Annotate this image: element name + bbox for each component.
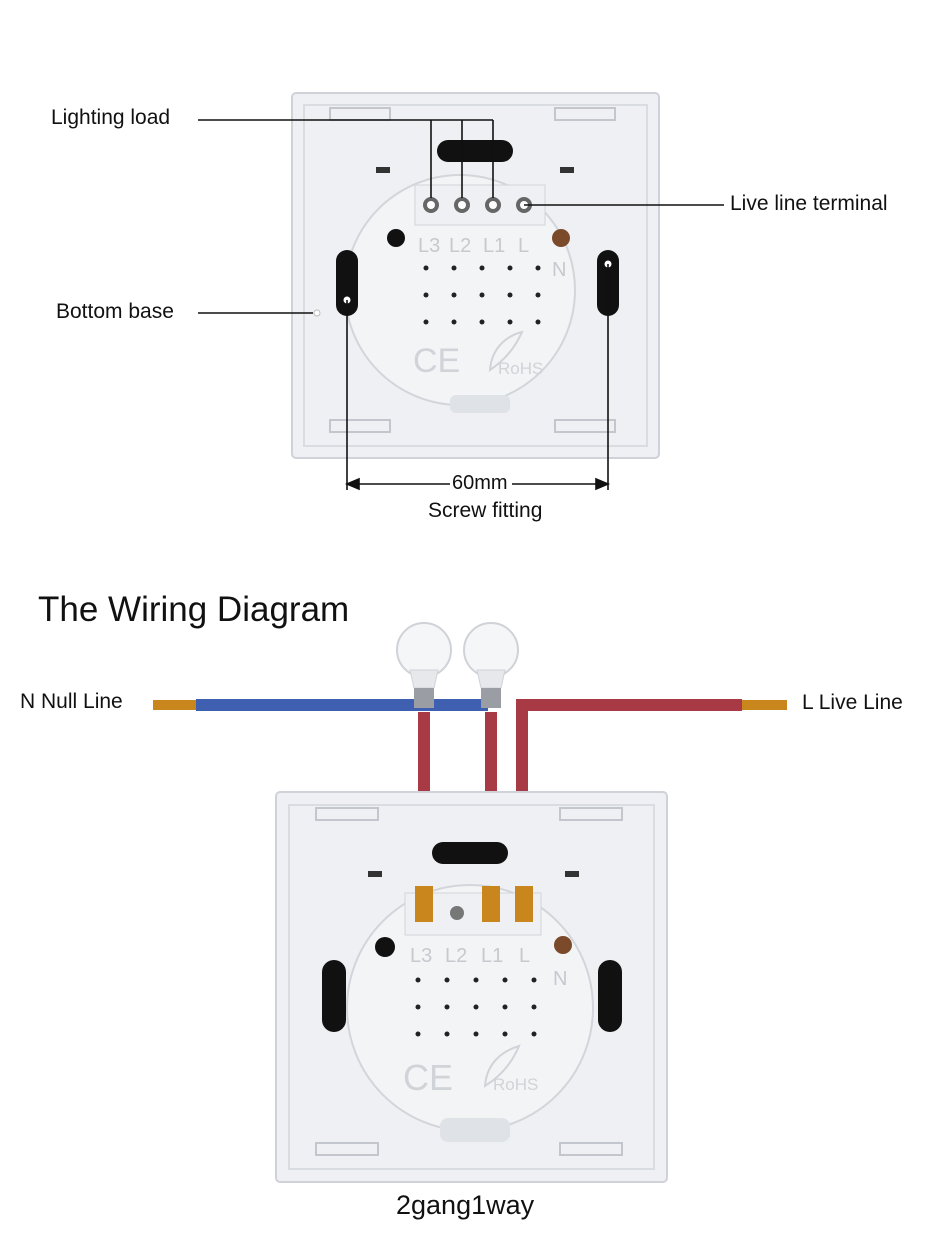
panel-mark-left	[376, 167, 390, 173]
light-bulb-1	[396, 622, 452, 708]
terminal-label-l3: L3	[418, 235, 440, 257]
callout-lighting-load: Lighting load	[51, 106, 171, 129]
rohs-leaf-icon	[488, 330, 524, 372]
null-line-wire	[196, 699, 488, 711]
callout-live-line-terminal: Live line terminal	[730, 192, 888, 215]
module-hole-left	[387, 229, 405, 247]
terminal-screws	[423, 197, 532, 213]
rohs-mark-wired: RoHS	[493, 1075, 538, 1094]
panel-mark-right	[560, 167, 574, 173]
mounting-clips-wired	[315, 807, 623, 1156]
screw-slot-left	[336, 250, 358, 316]
terminal-label-l3-wired: L3	[410, 945, 432, 967]
ventilation-dots-wired	[415, 977, 537, 1037]
dimension-label: 60mm	[452, 472, 508, 494]
callout-bottom-base: Bottom base	[56, 300, 174, 323]
callout-leaders	[198, 119, 724, 490]
screw-fitting-label: Screw fitting	[428, 499, 543, 522]
rohs-leaf-icon-wired	[483, 1044, 521, 1088]
ce-mark: CE	[413, 342, 460, 380]
panel-inner-frame	[303, 104, 648, 447]
top-slot	[437, 140, 513, 162]
live-line-label: L Live Line	[802, 691, 903, 714]
model-label: 2gang1way	[396, 1190, 535, 1220]
bottom-notch	[450, 395, 510, 413]
screw-slot-left-wired	[322, 960, 346, 1032]
bottom-notch-wired	[440, 1118, 510, 1142]
neutral-mark-wired: N	[553, 968, 567, 990]
terminal-label-l2-wired: L2	[445, 945, 467, 967]
light-bulb-2	[463, 622, 519, 708]
module-hole-right	[552, 229, 570, 247]
ventilation-dots	[423, 265, 541, 325]
rohs-mark: RoHS	[498, 359, 543, 378]
ce-mark-wired: CE	[403, 1057, 453, 1098]
live-line-copper	[742, 700, 787, 710]
dimension-arrow	[344, 477, 611, 491]
null-line-copper	[153, 700, 198, 710]
terminal-label-l1-wired: L1	[481, 945, 503, 967]
wiring-diagram-title: The Wiring Diagram	[38, 590, 350, 629]
neutral-mark: N	[552, 259, 566, 281]
terminal-label-l1: L1	[483, 235, 505, 257]
terminal-label-l2: L2	[449, 235, 471, 257]
null-line-label: N Null Line	[20, 690, 123, 713]
terminal-label-l-wired: L	[519, 945, 530, 967]
terminal-label-l: L	[518, 235, 529, 257]
top-slot-wired	[432, 842, 508, 864]
panel-inner-frame-wired	[288, 804, 655, 1170]
wired-terminals	[415, 886, 533, 922]
screw-slot-right-wired	[598, 960, 622, 1032]
